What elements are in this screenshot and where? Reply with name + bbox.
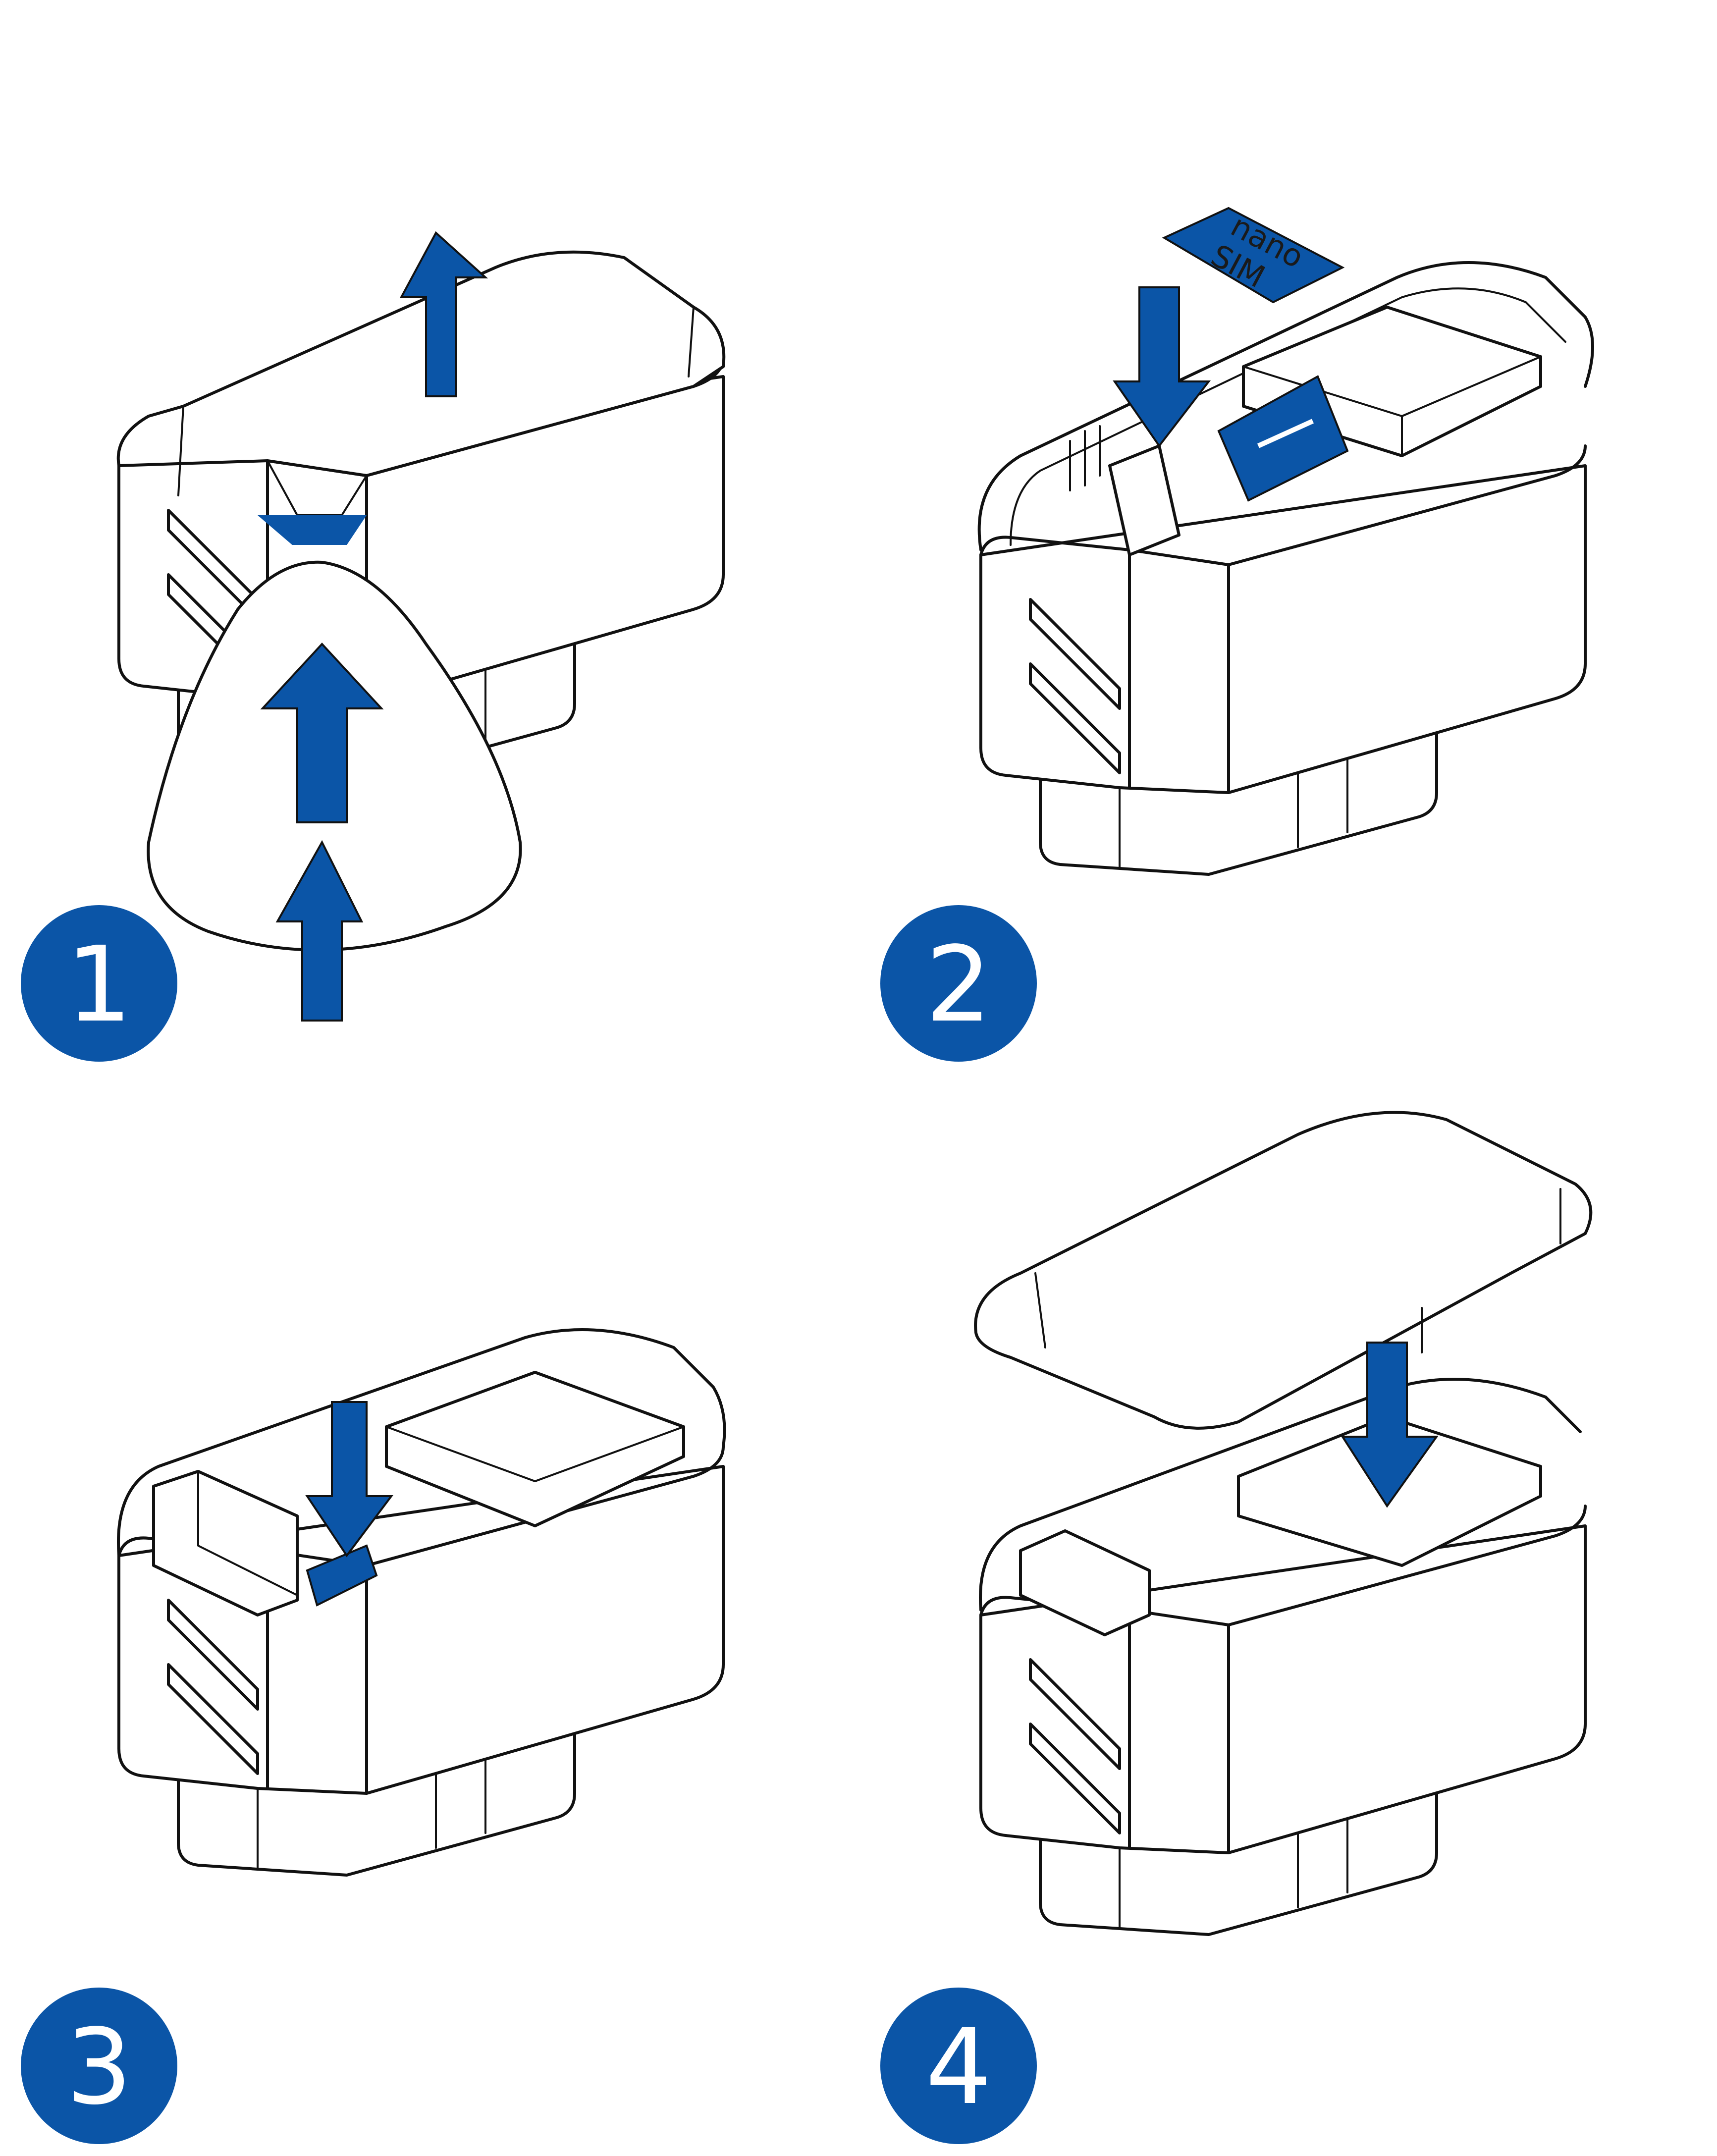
tracker-lid xyxy=(974,1111,1593,1430)
tracker-lid xyxy=(116,250,726,477)
step-1-panel xyxy=(116,231,726,1022)
lift-arrow xyxy=(399,231,488,397)
insert-arrow xyxy=(1113,286,1211,448)
push-arrow-lower xyxy=(275,840,364,1022)
step-badge-2: 2 xyxy=(880,905,1037,1062)
step-4-panel xyxy=(974,1111,1593,1935)
step-3-panel xyxy=(117,1328,726,1875)
close-arrow xyxy=(1341,1342,1439,1508)
tracker-body xyxy=(981,446,1585,874)
push-arrow-upper xyxy=(260,643,384,823)
step-number: 2 xyxy=(925,924,992,1045)
pry-slot xyxy=(258,515,367,545)
nano-sim-card: nano SIM xyxy=(1162,207,1345,304)
step-number: 3 xyxy=(66,2006,132,2128)
sim-holder xyxy=(1217,375,1349,502)
step-2-panel: nano SIM xyxy=(977,207,1594,874)
step-badge-3: 3 xyxy=(21,1988,177,2144)
step-number: 4 xyxy=(925,2006,992,2128)
step-badge-4: 4 xyxy=(880,1988,1037,2144)
step-number: 1 xyxy=(66,924,132,1045)
connect-arrow xyxy=(305,1401,393,1558)
step-badge-1: 1 xyxy=(21,905,177,1062)
